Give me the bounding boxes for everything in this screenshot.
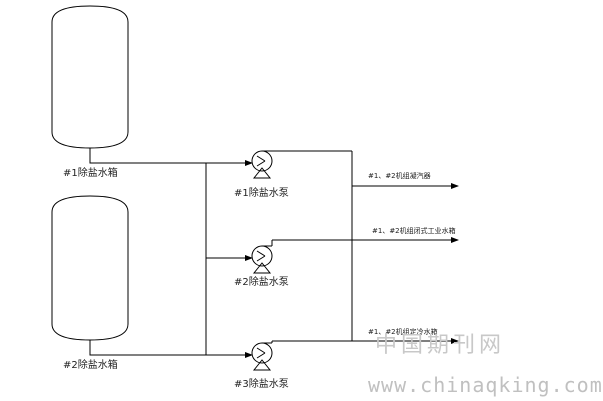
pump-1-label: #1除盐水泵 — [234, 186, 289, 199]
pump-3-discharge-pipe — [271, 340, 352, 343]
tank-2 — [51, 195, 129, 341]
tank-2-label: #2除盐水箱 — [63, 358, 118, 371]
tank-2-outlet-pipe — [89, 340, 206, 356]
watermark-url: www.chinaqking.com — [368, 373, 603, 397]
suction-header — [205, 160, 253, 358]
outlet-1-label: #1、#2机组凝汽器 — [368, 171, 431, 180]
outlet-2-label: #1、#2机组闭式工业水箱 — [372, 226, 456, 235]
watermark-cn: 中国期刊网 — [375, 333, 505, 358]
pump-2-icon — [251, 245, 273, 274]
pump-2-label: #2除盐水泵 — [234, 275, 289, 288]
tank-1-label: #1除盐水箱 — [63, 166, 118, 179]
pump-3-icon — [251, 342, 273, 371]
pump-3-label: #3除盐水泵 — [234, 377, 289, 390]
pump-1-icon — [251, 150, 273, 179]
pump-2-discharge-pipe — [271, 239, 352, 246]
tank-1-outlet-pipe — [89, 148, 206, 164]
tank-1 — [51, 5, 129, 149]
outlet-3-label: #1、#2机组定冷水箱 — [368, 327, 438, 336]
